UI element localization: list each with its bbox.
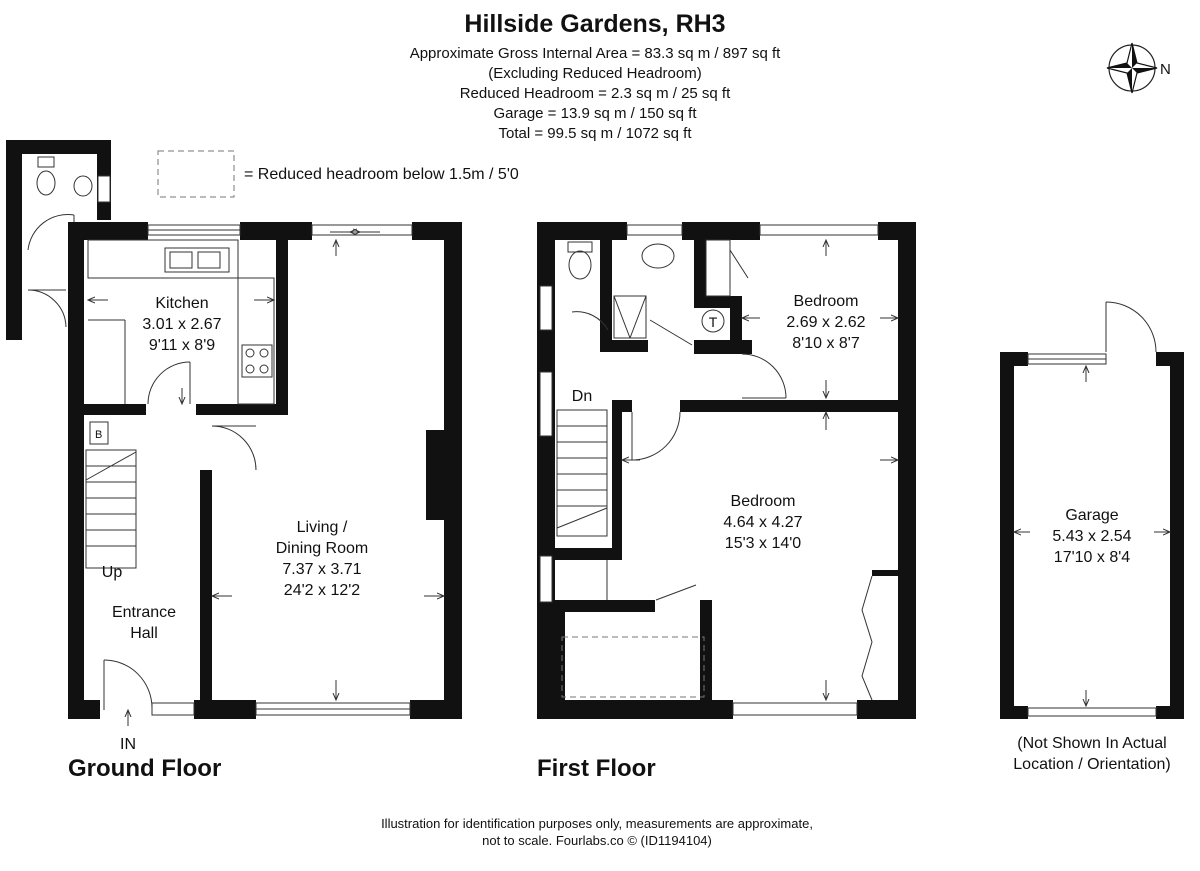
- entry-label: IN: [120, 736, 136, 753]
- bedroom-small-metric: 2.69 x 2.62: [786, 314, 865, 331]
- tank-label: T: [709, 314, 718, 330]
- living-metric: 7.37 x 3.71: [282, 561, 361, 578]
- garage-note-1: (Not Shown In Actual: [1017, 735, 1166, 752]
- garage-plan: [1000, 301, 1184, 719]
- kitchen-metric: 3.01 x 2.67: [142, 316, 221, 333]
- living-name-2: Dining Room: [276, 540, 368, 557]
- ground-floor-label: Ground Floor: [68, 755, 221, 782]
- disclaimer-line-1: Illustration for identification purposes…: [381, 816, 813, 831]
- hall-name-2: Hall: [130, 625, 158, 642]
- garage-note-2: Location / Orientation): [1013, 756, 1170, 773]
- garage-metric: 5.43 x 2.54: [1052, 528, 1131, 545]
- area-line: (Excluding Reduced Headroom): [488, 65, 701, 82]
- bedroom-small-name: Bedroom: [794, 293, 859, 310]
- bedroom-large-imperial: 15'3 x 14'0: [725, 535, 801, 552]
- legend-text: = Reduced headroom below 1.5m / 5'0: [244, 166, 519, 183]
- compass-north-label: N: [1160, 61, 1171, 78]
- bedroom-small-imperial: 8'10 x 8'7: [792, 335, 860, 352]
- boiler-label: B: [95, 429, 102, 441]
- area-line: Reduced Headroom = 2.3 sq m / 25 sq ft: [460, 85, 731, 102]
- area-line: Garage = 13.9 sq m / 150 sq ft: [493, 105, 697, 122]
- kitchen-imperial: 9'11 x 8'9: [149, 337, 215, 354]
- compass-icon: [1106, 42, 1158, 94]
- garage-name: Garage: [1065, 507, 1118, 524]
- first-floor-plan: [537, 222, 916, 719]
- reduced-headroom-swatch: [157, 150, 235, 198]
- first-floor-label: First Floor: [537, 755, 656, 782]
- bedroom-large-metric: 4.64 x 4.27: [723, 514, 802, 531]
- disclaimer-line-2: not to scale. Fourlabs.co © (ID1194104): [482, 833, 712, 848]
- area-line: Total = 99.5 sq m / 1072 sq ft: [498, 125, 692, 142]
- garage-imperial: 17'10 x 8'4: [1054, 549, 1130, 566]
- hall-name-1: Entrance: [112, 604, 176, 621]
- bedroom-large-name: Bedroom: [731, 493, 796, 510]
- kitchen-name: Kitchen: [155, 295, 208, 312]
- area-line: Approximate Gross Internal Area = 83.3 s…: [410, 45, 781, 62]
- living-name-1: Living /: [297, 519, 348, 536]
- living-imperial: 24'2 x 12'2: [284, 582, 360, 599]
- stairs-down-label: Dn: [572, 388, 592, 405]
- ground-floor-plan: [6, 140, 462, 726]
- plan-title: Hillside Gardens, RH3: [464, 10, 725, 38]
- stairs-up-label: Up: [102, 564, 123, 581]
